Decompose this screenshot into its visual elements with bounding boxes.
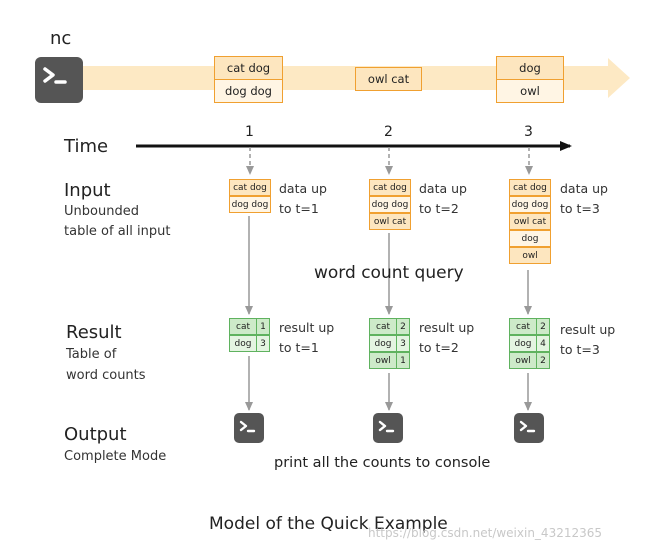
result-table-2-word-3: owl: [369, 352, 397, 369]
input-subtitle-1: Unbounded: [64, 204, 139, 219]
input-table-3-row-2: dog dog: [509, 196, 551, 213]
input-table-2-row-2: dog dog: [369, 196, 411, 213]
output-terminal-icon-3: [514, 413, 544, 443]
tick-label-2: 2: [384, 124, 393, 140]
input-note-3-line2: to t=3: [560, 201, 600, 216]
result-table-3-word-1: cat: [509, 318, 537, 335]
input-table-2-row-3: owl cat: [369, 213, 411, 230]
result-title: Result: [66, 322, 122, 343]
result-note-1-line2: to t=1: [279, 340, 319, 355]
footer-title: Model of the Quick Example: [209, 514, 448, 534]
result-table-3-count-3: 2: [536, 352, 550, 369]
input-subtitle-2: table of all input: [64, 224, 171, 239]
terminal-prompt-glyph: [43, 67, 67, 84]
output-terminal-icon-1: [234, 413, 264, 443]
source-batch-3-row-2: owl: [496, 79, 564, 103]
query-label: word count query: [314, 263, 464, 283]
result-table-2-count-2: 3: [396, 335, 410, 352]
input-note-2-line2: to t=2: [419, 201, 459, 216]
input-table-3-row-5: owl: [509, 247, 551, 264]
input-table-3-row-1: cat dog: [509, 179, 551, 196]
time-label: Time: [64, 136, 109, 157]
result-table-1-word-1: cat: [229, 318, 257, 335]
input-table-1-row-2: dog dog: [229, 196, 271, 213]
tick-label-3: 3: [524, 124, 533, 140]
input-table-3-row-4: dog: [509, 230, 551, 247]
result-note-3-line1: result up: [560, 322, 616, 337]
result-table-3-count-1: 2: [536, 318, 550, 335]
input-note-3-line1: data up: [560, 181, 608, 196]
result-table-1-word-2: dog: [229, 335, 257, 352]
source-batch-1-row-1: cat dog: [214, 56, 283, 80]
terminal-icon: [35, 57, 83, 103]
source-batch-2-row-1: owl cat: [355, 67, 422, 91]
input-table-3-row-3: owl cat: [509, 213, 551, 230]
result-table-2-word-2: dog: [369, 335, 397, 352]
input-table-1-row-1: cat dog: [229, 179, 271, 196]
input-table-2-row-1: cat dog: [369, 179, 411, 196]
source-batch-1-row-2: dog dog: [214, 79, 283, 103]
tick-label-1: 1: [245, 124, 254, 140]
result-table-2-word-1: cat: [369, 318, 397, 335]
result-table-1-count-1: 1: [256, 318, 270, 335]
result-table-2-count-3: 1: [396, 352, 410, 369]
result-note-2-line1: result up: [419, 320, 475, 335]
watermark-text: https://blog.csdn.net/weixin_43212365: [368, 526, 603, 540]
input-note-2-line1: data up: [419, 181, 467, 196]
result-note-1-line1: result up: [279, 320, 335, 335]
result-subtitle-2: word counts: [66, 368, 146, 383]
result-table-2-count-1: 2: [396, 318, 410, 335]
result-table-1-count-2: 3: [256, 335, 270, 352]
result-table-3-word-3: owl: [509, 352, 537, 369]
output-subtitle: Complete Mode: [64, 449, 167, 464]
result-subtitle-1: Table of: [66, 347, 117, 362]
input-note-1-line1: data up: [279, 181, 327, 196]
input-title: Input: [64, 180, 111, 201]
result-table-3-count-2: 4: [536, 335, 550, 352]
output-caption: print all the counts to console: [274, 455, 491, 471]
output-title: Output: [64, 424, 127, 445]
result-note-2-line2: to t=2: [419, 340, 459, 355]
source-batch-3-row-1: dog: [496, 56, 564, 80]
input-note-1-line2: to t=1: [279, 201, 319, 216]
result-table-3-word-2: dog: [509, 335, 537, 352]
result-note-3-line2: to t=3: [560, 342, 600, 357]
output-terminal-icon-2: [373, 413, 403, 443]
source-label: nc: [50, 28, 72, 49]
